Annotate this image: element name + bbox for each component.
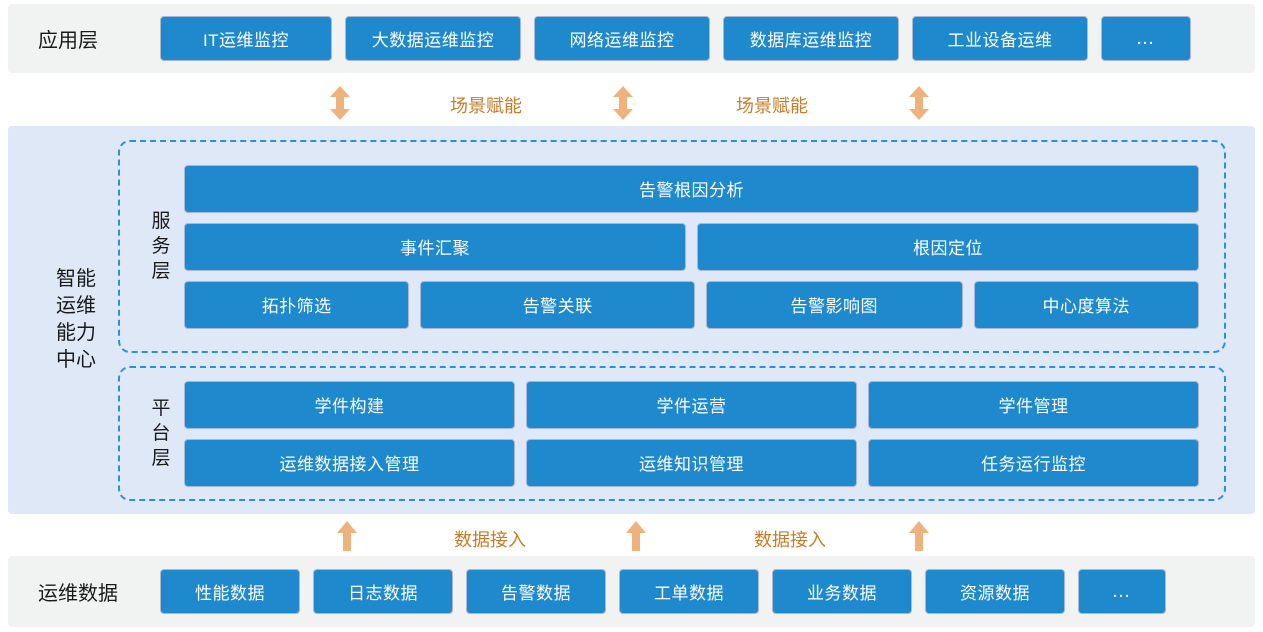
node-label: 工单数据 — [654, 584, 724, 603]
node-label: 大数据运维监控 — [371, 31, 495, 50]
node-label: … — [1135, 27, 1157, 49]
service-layer-label-char: 服 — [151, 211, 171, 232]
node-label: 告警关联 — [522, 297, 593, 316]
application-layer-items: IT运维监控 大数据运维监控 网络运维监控 数据库运维监控 工业设备运维 … — [160, 16, 1191, 61]
capability-center-label-line: 运维 — [56, 295, 96, 317]
node-box[interactable]: 数据库运维监控 — [723, 16, 899, 61]
data-layer-items: 性能数据 日志数据 告警数据 工单数据 业务数据 资源数据 … — [160, 569, 1166, 614]
node-box[interactable]: 学件构建 — [184, 380, 515, 429]
node-box[interactable]: 性能数据 — [160, 569, 300, 614]
layer-row: 拓扑筛选 告警关联 告警影响图 中心度算法 — [184, 280, 1199, 329]
data-arrow-3-icon — [908, 521, 930, 556]
node-box[interactable]: 告警根因分析 — [184, 164, 1199, 213]
data-ingest-label: 数据接入 — [754, 530, 826, 550]
node-box[interactable]: 告警数据 — [466, 569, 606, 614]
node-box[interactable]: 工单数据 — [619, 569, 759, 614]
node-label: 工业设备运维 — [947, 31, 1053, 50]
node-box[interactable]: … — [1078, 569, 1166, 614]
node-box[interactable]: IT运维监控 — [160, 16, 332, 61]
capability-center-label: 智能运维能力中心 — [30, 266, 122, 374]
platform-layer-label-char: 层 — [151, 448, 171, 469]
data-layer-label: 运维数据 — [38, 583, 118, 605]
node-box[interactable]: 日志数据 — [313, 569, 453, 614]
node-box[interactable]: … — [1101, 16, 1191, 61]
node-label: 根因定位 — [913, 239, 983, 258]
service-layer-label-char: 层 — [151, 261, 171, 282]
node-label: 告警数据 — [501, 584, 571, 603]
data-ingest-label: 数据接入 — [454, 530, 526, 550]
scene-arrow-2-icon — [612, 86, 634, 125]
scene-empowerment-label: 场景赋能 — [450, 96, 522, 116]
node-label: 业务数据 — [807, 584, 877, 603]
application-layer-band: 应用层 IT运维监控 大数据运维监控 网络运维监控 数据库运维监控 工业设备运维 … — [8, 4, 1255, 73]
capability-center-label-line: 中心 — [56, 349, 96, 371]
node-box[interactable]: 任务运行监控 — [868, 438, 1199, 487]
data-arrow-2-icon — [625, 521, 647, 556]
platform-layer-label: 平台层 — [138, 396, 184, 471]
node-label: 事件汇聚 — [400, 239, 470, 258]
node-label: 性能数据 — [195, 584, 265, 603]
data-ingest-connectors: 数据接入 数据接入 — [0, 516, 1263, 556]
node-label: 运维知识管理 — [639, 455, 744, 474]
node-box[interactable]: 学件运营 — [526, 380, 857, 429]
layer-row: 告警根因分析 — [184, 164, 1199, 213]
node-label: 告警根因分析 — [639, 181, 744, 200]
application-layer-label: 应用层 — [38, 30, 98, 52]
node-box[interactable]: 大数据运维监控 — [345, 16, 521, 61]
layer-row: 学件构建 学件运营 学件管理 — [184, 380, 1199, 429]
node-box[interactable]: 中心度算法 — [973, 280, 1199, 329]
node-label: 告警影响图 — [790, 297, 879, 316]
node-box[interactable]: 工业设备运维 — [912, 16, 1088, 61]
node-box[interactable]: 告警关联 — [420, 280, 695, 329]
scene-empowerment-connectors: 场景赋能 场景赋能 — [0, 77, 1263, 125]
node-label: 运维数据接入管理 — [279, 455, 420, 474]
node-label: 资源数据 — [960, 584, 1030, 603]
platform-layer-label-char: 台 — [151, 423, 171, 444]
node-box[interactable]: 运维知识管理 — [526, 438, 857, 487]
node-label: 拓扑筛选 — [261, 297, 332, 316]
node-label: … — [1111, 580, 1133, 602]
service-layer-rows: 告警根因分析事件汇聚 根因定位拓扑筛选 告警关联 告警影响图 中心度算法 — [184, 164, 1224, 329]
node-box[interactable]: 告警影响图 — [705, 280, 963, 329]
capability-center-label-line: 能力 — [56, 322, 96, 344]
node-label: 学件构建 — [314, 397, 385, 416]
scene-arrow-1-icon — [329, 86, 351, 125]
node-box[interactable]: 学件管理 — [868, 380, 1199, 429]
node-label: 数据库运维监控 — [749, 31, 873, 50]
node-label: 学件管理 — [998, 397, 1069, 416]
service-layer-label: 服务层 — [138, 209, 184, 284]
platform-layer-label-char: 平 — [151, 398, 171, 419]
scene-arrow-3-icon — [908, 86, 930, 125]
node-label: 网络运维监控 — [569, 31, 675, 50]
capability-center-label-line: 智能 — [56, 268, 96, 290]
service-layer-label-char: 务 — [151, 236, 171, 257]
platform-layer-rows: 学件构建 学件运营 学件管理运维数据接入管理 运维知识管理 任务运行监控 — [184, 380, 1224, 487]
node-box[interactable]: 事件汇聚 — [184, 222, 686, 271]
node-box[interactable]: 资源数据 — [925, 569, 1065, 614]
node-box[interactable]: 根因定位 — [697, 222, 1199, 271]
layer-row: 运维数据接入管理 运维知识管理 任务运行监控 — [184, 438, 1199, 487]
node-label: 学件运营 — [656, 397, 727, 416]
scene-empowerment-label: 场景赋能 — [736, 96, 808, 116]
layer-row: 事件汇聚 根因定位 — [184, 222, 1199, 271]
data-arrow-1-icon — [336, 521, 358, 556]
node-label: IT运维监控 — [202, 31, 290, 50]
data-layer-band: 运维数据 性能数据 日志数据 告警数据 工单数据 业务数据 资源数据 … — [8, 556, 1255, 627]
platform-layer-group: 平台层 学件构建 学件运营 学件管理运维数据接入管理 运维知识管理 任务运行监控 — [118, 366, 1226, 501]
node-label: 中心度算法 — [1042, 297, 1131, 316]
capability-center-band: 智能运维能力中心 服务层 告警根因分析事件汇聚根因定位拓扑筛选告警关联告警影响图… — [8, 126, 1255, 514]
node-box[interactable]: 业务数据 — [772, 569, 912, 614]
node-box[interactable]: 网络运维监控 — [534, 16, 710, 61]
node-label: 日志数据 — [348, 584, 418, 603]
node-box[interactable]: 运维数据接入管理 — [184, 438, 515, 487]
node-label: 任务运行监控 — [981, 455, 1086, 474]
service-layer-group: 服务层 告警根因分析事件汇聚 根因定位拓扑筛选 告警关联 告警影响图 中心度算法 — [118, 140, 1226, 353]
node-box[interactable]: 拓扑筛选 — [184, 280, 410, 329]
